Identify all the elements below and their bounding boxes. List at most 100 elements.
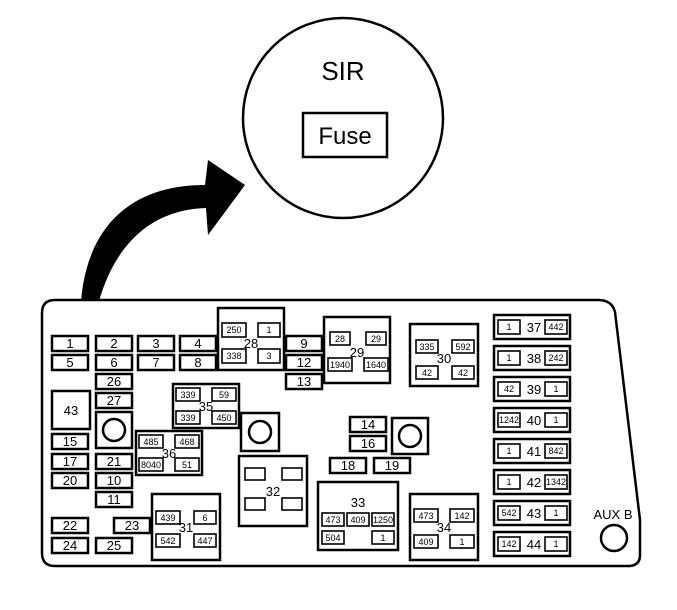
relay-32-pin — [281, 467, 303, 481]
relay-33-pin-label: 473 — [325, 515, 340, 525]
relay-35: 339 59 35 339 450 — [171, 382, 241, 430]
maxi-fuse-pin-label: 1 — [553, 384, 558, 394]
fuse-20 — [50, 471, 90, 490]
relay-29-pin-label: 28 — [335, 334, 345, 344]
relay-29-pin — [363, 357, 389, 372]
relay-28-pin-label: 1 — [266, 325, 271, 335]
relay-28-pin-label: 3 — [266, 351, 271, 361]
relay-30-pin-label: 592 — [455, 342, 470, 352]
fuse-3-label: 3 — [152, 336, 159, 351]
maxi-fuse-pin — [497, 536, 521, 552]
relay-28-pin-label: 250 — [226, 325, 241, 335]
maxi-fuse-pin — [544, 412, 568, 428]
fuse-13-label: 13 — [297, 374, 311, 389]
fuse-23 — [112, 516, 152, 535]
relay-31-pin-label: 542 — [160, 536, 175, 546]
fuse-18-label: 18 — [341, 458, 355, 473]
relay-36-pin — [174, 457, 200, 472]
fuse-12 — [284, 353, 324, 372]
relay-29-pin-label: 1940 — [330, 360, 350, 370]
fuse-10 — [94, 471, 134, 490]
relay-31-housing — [150, 492, 222, 562]
relay-33-pin-label: 409 — [350, 515, 365, 525]
relay-31-pin-label: 439 — [160, 513, 175, 523]
relay-29: 28 29 29 1940 1640 — [322, 315, 392, 385]
relay-30-pin — [451, 339, 475, 354]
maxi-fuse-pin-label: 242 — [548, 353, 563, 363]
maxi-fuse-pin — [497, 474, 521, 490]
fuse-6-label: 6 — [110, 355, 117, 370]
relay-33-pin-label: 1250 — [373, 515, 393, 525]
relay-34-housing — [408, 492, 480, 562]
fuse-25-label: 25 — [107, 538, 121, 553]
fuse-20-label: 20 — [63, 473, 77, 488]
maxi-fuse-number: 44 — [527, 537, 541, 552]
maxi-fuse-number: 40 — [527, 413, 541, 428]
relay-33-pin — [371, 530, 395, 545]
fuse-9 — [284, 334, 324, 353]
relay-36-label: 36 — [162, 446, 176, 461]
maxi-fuse-pin-label: 1 — [553, 508, 558, 518]
fuse-16 — [348, 434, 388, 453]
maxi-fuse-number: 38 — [527, 351, 541, 366]
relay-31-pin — [155, 533, 181, 548]
relay-28: 250 1 28 338 3 — [216, 306, 286, 372]
aux-b-label: AUX B — [593, 507, 632, 522]
relay-29-pin-label: 29 — [371, 334, 381, 344]
relay-29-pin — [327, 357, 353, 372]
relay-29-pin-label: 1640 — [366, 360, 386, 370]
fuse-14 — [348, 415, 388, 434]
maxi-fuse-pin — [544, 443, 568, 459]
relay-35-pin-label: 59 — [219, 390, 229, 400]
fuse-43-label: 43 — [64, 403, 78, 418]
fuse-19-label: 19 — [385, 458, 399, 473]
relay-32-pin — [244, 497, 266, 511]
fuse-21-label: 21 — [107, 454, 121, 469]
relay-30-pin-label: 335 — [419, 342, 434, 352]
maxi-fuse-pin — [544, 350, 568, 366]
pointer-arrow — [80, 160, 245, 352]
fuse-8-label: 8 — [194, 355, 201, 370]
relay-34-pin-label: 409 — [418, 537, 433, 547]
fuse-15-label: 15 — [63, 434, 77, 449]
relay-31-pin-label: 447 — [197, 536, 212, 546]
relay-34-pin-label: 1 — [459, 537, 464, 547]
relay-36-pin-label: 51 — [182, 460, 192, 470]
fuse-4-label: 4 — [194, 336, 201, 351]
fuse-24-label: 24 — [63, 538, 77, 553]
relay-28-pin — [221, 322, 247, 338]
relay-33-pin — [321, 530, 345, 545]
relay-29-pin — [329, 331, 351, 346]
fuse-24 — [50, 536, 90, 555]
maxi-fuse-pin — [544, 536, 568, 552]
relay-29-pin — [365, 331, 387, 346]
maxi-fuse-number: 41 — [527, 444, 541, 459]
relay-34-pin — [413, 534, 439, 549]
maxi-fuse-pin-label: 1 — [553, 539, 558, 549]
fuse-2 — [94, 334, 134, 353]
fuse-23-label: 23 — [125, 518, 139, 533]
relay-31-pin-label: 6 — [202, 513, 207, 523]
maxi-fuse-pin — [497, 381, 521, 397]
fuse-26 — [94, 372, 134, 391]
maxi-fuse-pin-label: 1 — [506, 322, 511, 332]
maxi-fuse-pin — [544, 319, 568, 335]
fuse-1-label: 1 — [66, 336, 73, 351]
relay-31-label: 31 — [179, 520, 193, 535]
fuse-21 — [94, 452, 134, 471]
maxi-fuse-pin — [497, 443, 521, 459]
relay-30-pin — [451, 365, 475, 380]
fuse-7-label: 7 — [152, 355, 159, 370]
fuse-4 — [178, 334, 218, 353]
relay-28-pin-label: 338 — [226, 351, 241, 361]
relay-34-pin — [413, 508, 439, 523]
relay-30-label: 30 — [437, 351, 451, 366]
relay-32-label: 32 — [266, 484, 280, 499]
fuse-1 — [50, 334, 90, 353]
maxi-fuse-pin-label: 542 — [501, 508, 516, 518]
